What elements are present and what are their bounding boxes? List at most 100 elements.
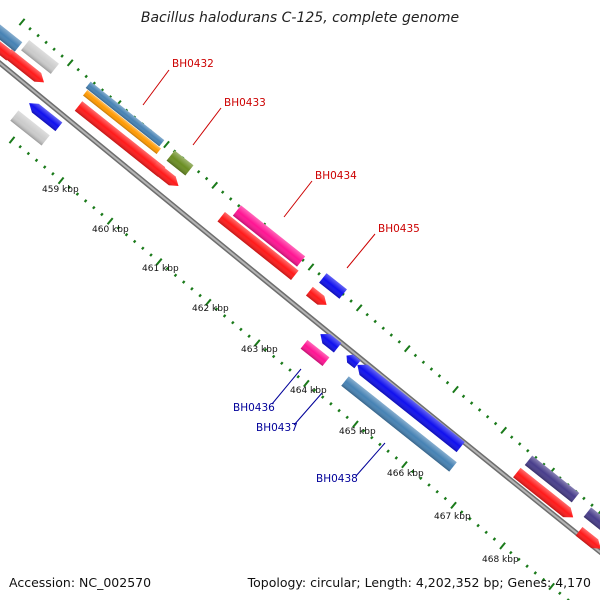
inner-track-minor-tick <box>214 307 219 311</box>
inner-track-minor-tick <box>124 232 129 237</box>
outer-track-major-tick <box>403 344 411 353</box>
scale-label-464: 464 kbp <box>290 386 327 396</box>
feature-red-bh0433-shading <box>150 161 179 186</box>
inner-track-minor-tick <box>541 577 546 582</box>
outer-track-minor-tick <box>204 176 209 181</box>
inner-track-major-tick <box>155 258 163 266</box>
feature-blue-inner-top[interactable] <box>26 99 63 132</box>
inner-track-minor-tick <box>443 496 448 501</box>
inner-track-minor-tick <box>427 483 431 487</box>
scale-label-463: 463 kbp <box>241 345 278 355</box>
inner-track-minor-tick <box>476 523 480 528</box>
gene-label-bh0435[interactable]: BH0435 <box>378 223 420 235</box>
feature-magenta-bh0436[interactable] <box>300 339 330 367</box>
feature-red-top-shading <box>4 49 44 83</box>
feature-slateblue-right[interactable] <box>524 455 580 503</box>
feature-gray-top-shading <box>21 40 59 74</box>
inner-track-major-tick <box>8 136 16 144</box>
feature-olive-bh0433-shading <box>166 150 194 176</box>
inner-track-minor-tick <box>525 564 529 568</box>
inner-tick-track <box>8 136 570 600</box>
feature-blue-bh0437[interactable] <box>343 352 361 369</box>
outer-track-minor-tick <box>28 27 32 31</box>
feature-red-top[interactable] <box>4 49 48 86</box>
inner-track-minor-tick <box>26 151 31 156</box>
gene-label-bh0437[interactable]: BH0437 <box>256 422 298 434</box>
inner-track-minor-tick <box>361 429 366 433</box>
outer-track-minor-tick <box>445 380 450 385</box>
feature-steelblue-edge-top[interactable] <box>0 22 23 52</box>
inner-track-minor-tick <box>492 537 497 541</box>
genome-backbone <box>0 59 600 556</box>
inner-track-minor-tick <box>271 354 276 359</box>
feature-orange-bh0432[interactable] <box>83 90 161 154</box>
callout-line-bh0435 <box>346 233 376 269</box>
inner-track-minor-tick <box>370 435 374 440</box>
feature-red-bh0432[interactable] <box>74 101 166 177</box>
feature-red-bh0433[interactable] <box>150 161 182 191</box>
inner-track-minor-tick <box>222 314 227 318</box>
feature-slateblue-right-shading <box>524 455 580 503</box>
feature-olive-bh0433[interactable] <box>166 150 194 176</box>
inner-track-minor-tick <box>141 246 145 251</box>
outer-track-minor-tick <box>76 67 80 72</box>
feature-red-edge-right-shading <box>575 526 600 549</box>
map-title: Bacillus halodurans C-125, complete geno… <box>141 10 459 26</box>
inner-track-minor-tick <box>509 550 513 555</box>
feature-blue-inner-463[interactable] <box>317 329 342 353</box>
inner-track-minor-tick <box>173 273 178 278</box>
feature-blue-inner-463-shading <box>320 334 342 353</box>
outer-track-minor-tick <box>389 333 394 337</box>
feature-red-edge[interactable] <box>0 39 14 61</box>
outer-track-minor-tick <box>413 353 418 358</box>
feature-red-bh0435[interactable] <box>305 286 330 309</box>
scale-label-465: 465 kbp <box>339 427 376 437</box>
inner-track-minor-tick <box>92 205 96 210</box>
feature-red-right[interactable] <box>513 467 577 522</box>
outer-track-major-tick <box>355 304 363 312</box>
outer-track-minor-tick <box>381 326 386 331</box>
feature-red-edge-right[interactable] <box>575 526 600 553</box>
feature-orange-bh0432-shading <box>83 90 161 154</box>
scale-label-462: 462 kbp <box>192 304 229 314</box>
feature-gray-inner-top[interactable] <box>10 110 50 146</box>
feature-gray-top[interactable] <box>21 40 59 74</box>
inner-track-major-tick <box>253 339 261 347</box>
outer-track-minor-tick <box>477 408 482 412</box>
gene-label-bh0436[interactable]: BH0436 <box>233 402 275 414</box>
feature-magenta-bh0434[interactable] <box>232 205 306 267</box>
gene-label-bh0434[interactable]: BH0434 <box>315 170 357 182</box>
feature-steelblue-bh0438[interactable] <box>341 376 457 472</box>
inner-track-major-tick <box>106 217 114 225</box>
inner-track-minor-tick <box>435 489 439 494</box>
inner-track-minor-tick <box>181 280 186 284</box>
callout-line-bh0432 <box>142 69 170 106</box>
feature-magenta-bh0434-shading <box>232 205 306 267</box>
scale-label-466: 466 kbp <box>387 469 424 479</box>
callout-lines <box>142 69 386 477</box>
scale-label-459: 459 kbp <box>42 185 79 195</box>
outer-track-minor-tick <box>60 54 64 58</box>
feature-blue-bh0435[interactable] <box>319 273 347 299</box>
feature-steelblue-bh0432[interactable] <box>85 81 165 147</box>
feature-red-bh0434[interactable] <box>217 212 299 280</box>
inner-track-minor-tick <box>100 212 104 217</box>
gene-label-bh0433[interactable]: BH0433 <box>224 97 266 109</box>
accession-text: Accession: NC_002570 <box>9 575 152 590</box>
outer-track-minor-tick <box>341 292 345 297</box>
inner-track-major-tick <box>401 460 408 469</box>
outer-track-minor-tick <box>437 374 442 378</box>
feature-blue-long[interactable] <box>353 360 465 453</box>
outer-track-minor-tick <box>236 203 241 208</box>
feature-slateblue-edge[interactable] <box>583 507 600 531</box>
gene-label-bh0438[interactable]: BH0438 <box>316 473 358 485</box>
outer-track-major-tick <box>66 59 74 67</box>
inner-track-minor-tick <box>231 320 235 325</box>
gene-labels: BH0432 BH0433 BH0434 BH0435 BH0436 BH043… <box>172 58 420 485</box>
feature-magenta-bh0436-shading <box>300 339 330 367</box>
outer-track-minor-tick <box>36 33 40 38</box>
gene-label-bh0432[interactable]: BH0432 <box>172 58 214 70</box>
gene-features <box>0 22 600 553</box>
feature-steelblue-bh0438-shading <box>341 376 457 472</box>
inner-track-minor-tick <box>394 456 399 460</box>
